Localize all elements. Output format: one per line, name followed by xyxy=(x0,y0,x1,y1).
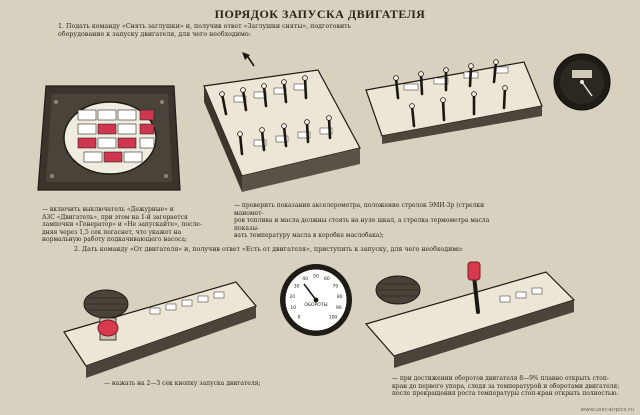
panel-caption-line-5: нормальную работу подкачивающего насоса; xyxy=(42,236,187,244)
dial-tick-label: 70 xyxy=(333,284,339,290)
fuel-switch-panel-illustration xyxy=(365,59,543,144)
step-1-line-2: оборудование к запуску двигателя, для че… xyxy=(58,31,251,38)
dial-tick-label: 40 xyxy=(302,276,308,282)
panel-caption-line-4: дняя через 1,5 сек погаснет, что укажет … xyxy=(42,228,182,236)
step-2-line-1: 2. Дать команду «От двигателя» и, получи… xyxy=(74,246,464,253)
panel-caption-line-2: АЗС «Двигатель», при этом на 1-й загорае… xyxy=(42,213,188,221)
gauges-caption-line-2: ров топлива и масла должны стоять на нул… xyxy=(234,217,490,232)
dial-tick-label: 60 xyxy=(324,276,330,282)
dial-tick-label: 50 xyxy=(313,274,319,280)
gauges-caption-line-3: вать температуру масла в коробке маслоба… xyxy=(234,232,384,240)
panel-caption-line-3: лампочки «Генератор» и «Не запускайте», … xyxy=(42,221,202,229)
gauges-caption-line-1: — проверить показания акселерометра, пол… xyxy=(234,202,485,217)
step-1-instruction: 1. Подать команду «Снять заглушки» и, по… xyxy=(58,23,388,39)
stop-cock-caption: — при достижении оборотов двигателя 8—9%… xyxy=(392,375,632,398)
step-1-line-1: 1. Подать команду «Снять заглушки» и, по… xyxy=(58,23,352,30)
watermark: www.ussr-airpics.ru xyxy=(580,407,634,413)
stop-cock-console-illustration xyxy=(364,261,576,368)
panel-caption: — включить выключатель «Дежурные» и АЗС … xyxy=(42,206,202,244)
dial-label: ОБОРОТЫ xyxy=(304,302,327,308)
gauges-caption: — проверить показания акселерометра, пол… xyxy=(234,202,504,240)
stop-cock-caption-line-1: — при достижении оборотов двигателя 8—9%… xyxy=(392,375,609,382)
panel-caption-line-1: — включить выключатель «Дежурные» и xyxy=(42,206,174,213)
dial-tick-label: 0 xyxy=(298,315,301,321)
stop-cock-caption-line-2: кран до первого упора, следя за температ… xyxy=(392,382,620,390)
dial-tick-label: 30 xyxy=(294,284,300,290)
start-button-caption: — нажать на 2—3 сек кнопку запуска двига… xyxy=(104,380,261,387)
stop-cock-caption-line-3: после прекращения роста температуры стоп… xyxy=(392,390,619,398)
instrument-gauge-illustration xyxy=(553,53,611,111)
dial-tick-label: 90 xyxy=(336,305,342,311)
warning-lamp-panel-illustration xyxy=(37,85,181,191)
dial-tick-label: 80 xyxy=(337,294,343,300)
step-2-instruction: 2. Дать команду «От двигателя» и, получи… xyxy=(74,246,574,254)
dial-tick-label: 10 xyxy=(290,305,296,311)
engine-start-console-illustration xyxy=(63,281,258,378)
page-title: ПОРЯДОК ЗАПУСКА ДВИГАТЕЛЯ xyxy=(214,7,426,21)
dial-tick-label: 20 xyxy=(289,294,295,300)
toggle-switch-box-illustration xyxy=(203,52,361,192)
dial-tick-label: 100 xyxy=(329,315,338,321)
